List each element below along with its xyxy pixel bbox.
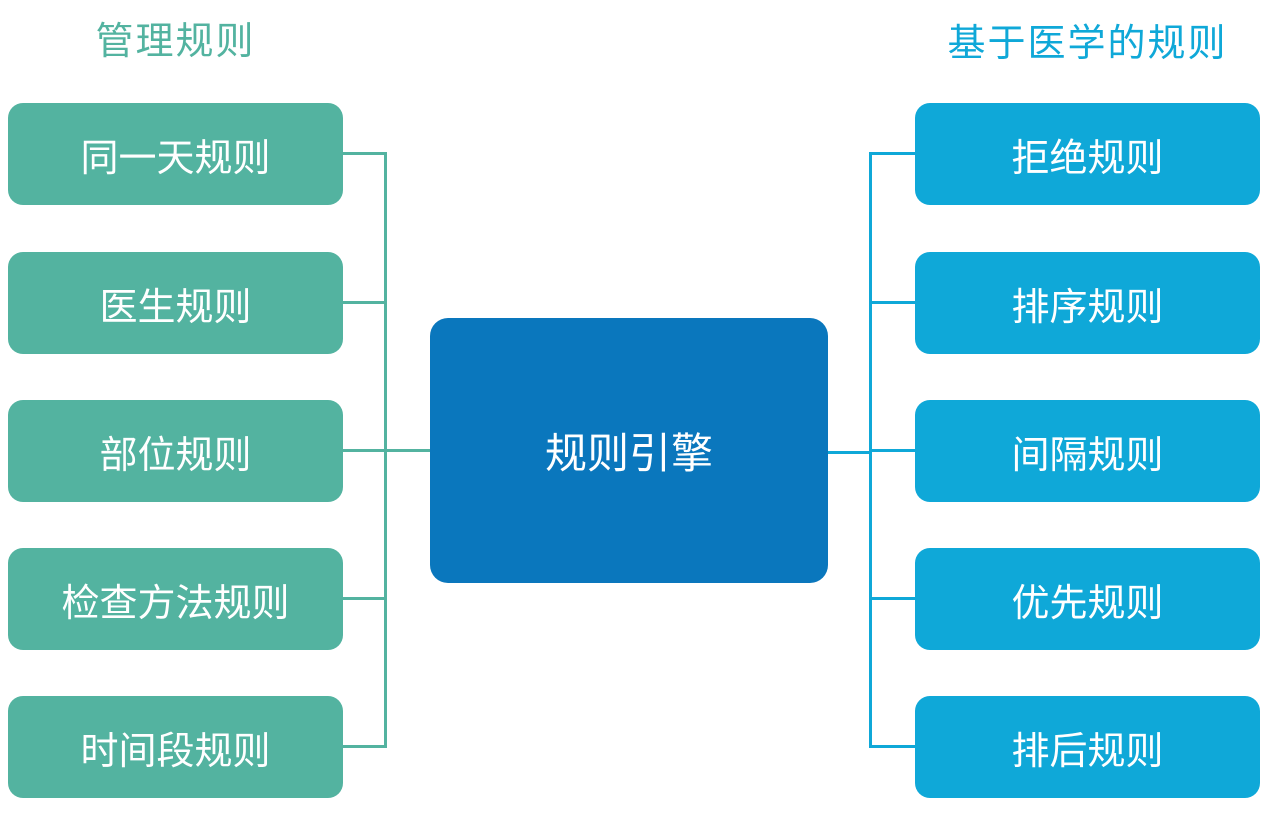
node-rule-engine: 规则引擎	[430, 318, 828, 583]
right-connector-branch-1	[869, 152, 915, 155]
left-connector-branch-5	[343, 745, 387, 748]
left-group-title: 管理规则	[95, 19, 256, 63]
right-connector-branch-3	[869, 449, 915, 452]
node-priority-rules: 优先规则	[915, 548, 1260, 650]
node-exam-method-rules: 检查方法规则	[8, 548, 343, 650]
left-connector-branch-3	[343, 449, 387, 452]
node-postpone-rules: 排后规则	[915, 696, 1260, 798]
node-body-part-rules: 部位规则	[8, 400, 343, 502]
left-connector-branch-2	[343, 301, 387, 304]
right-connector-branch-2	[869, 301, 915, 304]
right-connector-branch-4	[869, 597, 915, 600]
right-connector-branch-5	[869, 745, 915, 748]
node-same-day-rules: 同一天规则	[8, 103, 343, 205]
node-interval-rules: 间隔规则	[915, 400, 1260, 502]
node-doctor-rules: 医生规则	[8, 252, 343, 354]
left-connector-branch-4	[343, 597, 387, 600]
left-connector-branch-1	[343, 152, 387, 155]
right-group-title: 基于医学的规则	[947, 21, 1228, 65]
node-reject-rules: 拒绝规则	[915, 103, 1260, 205]
node-sort-rules: 排序规则	[915, 252, 1260, 354]
node-time-period-rules: 时间段规则	[8, 696, 343, 798]
center-connector-to-right	[828, 451, 869, 454]
left-connector-to-center	[384, 449, 430, 452]
